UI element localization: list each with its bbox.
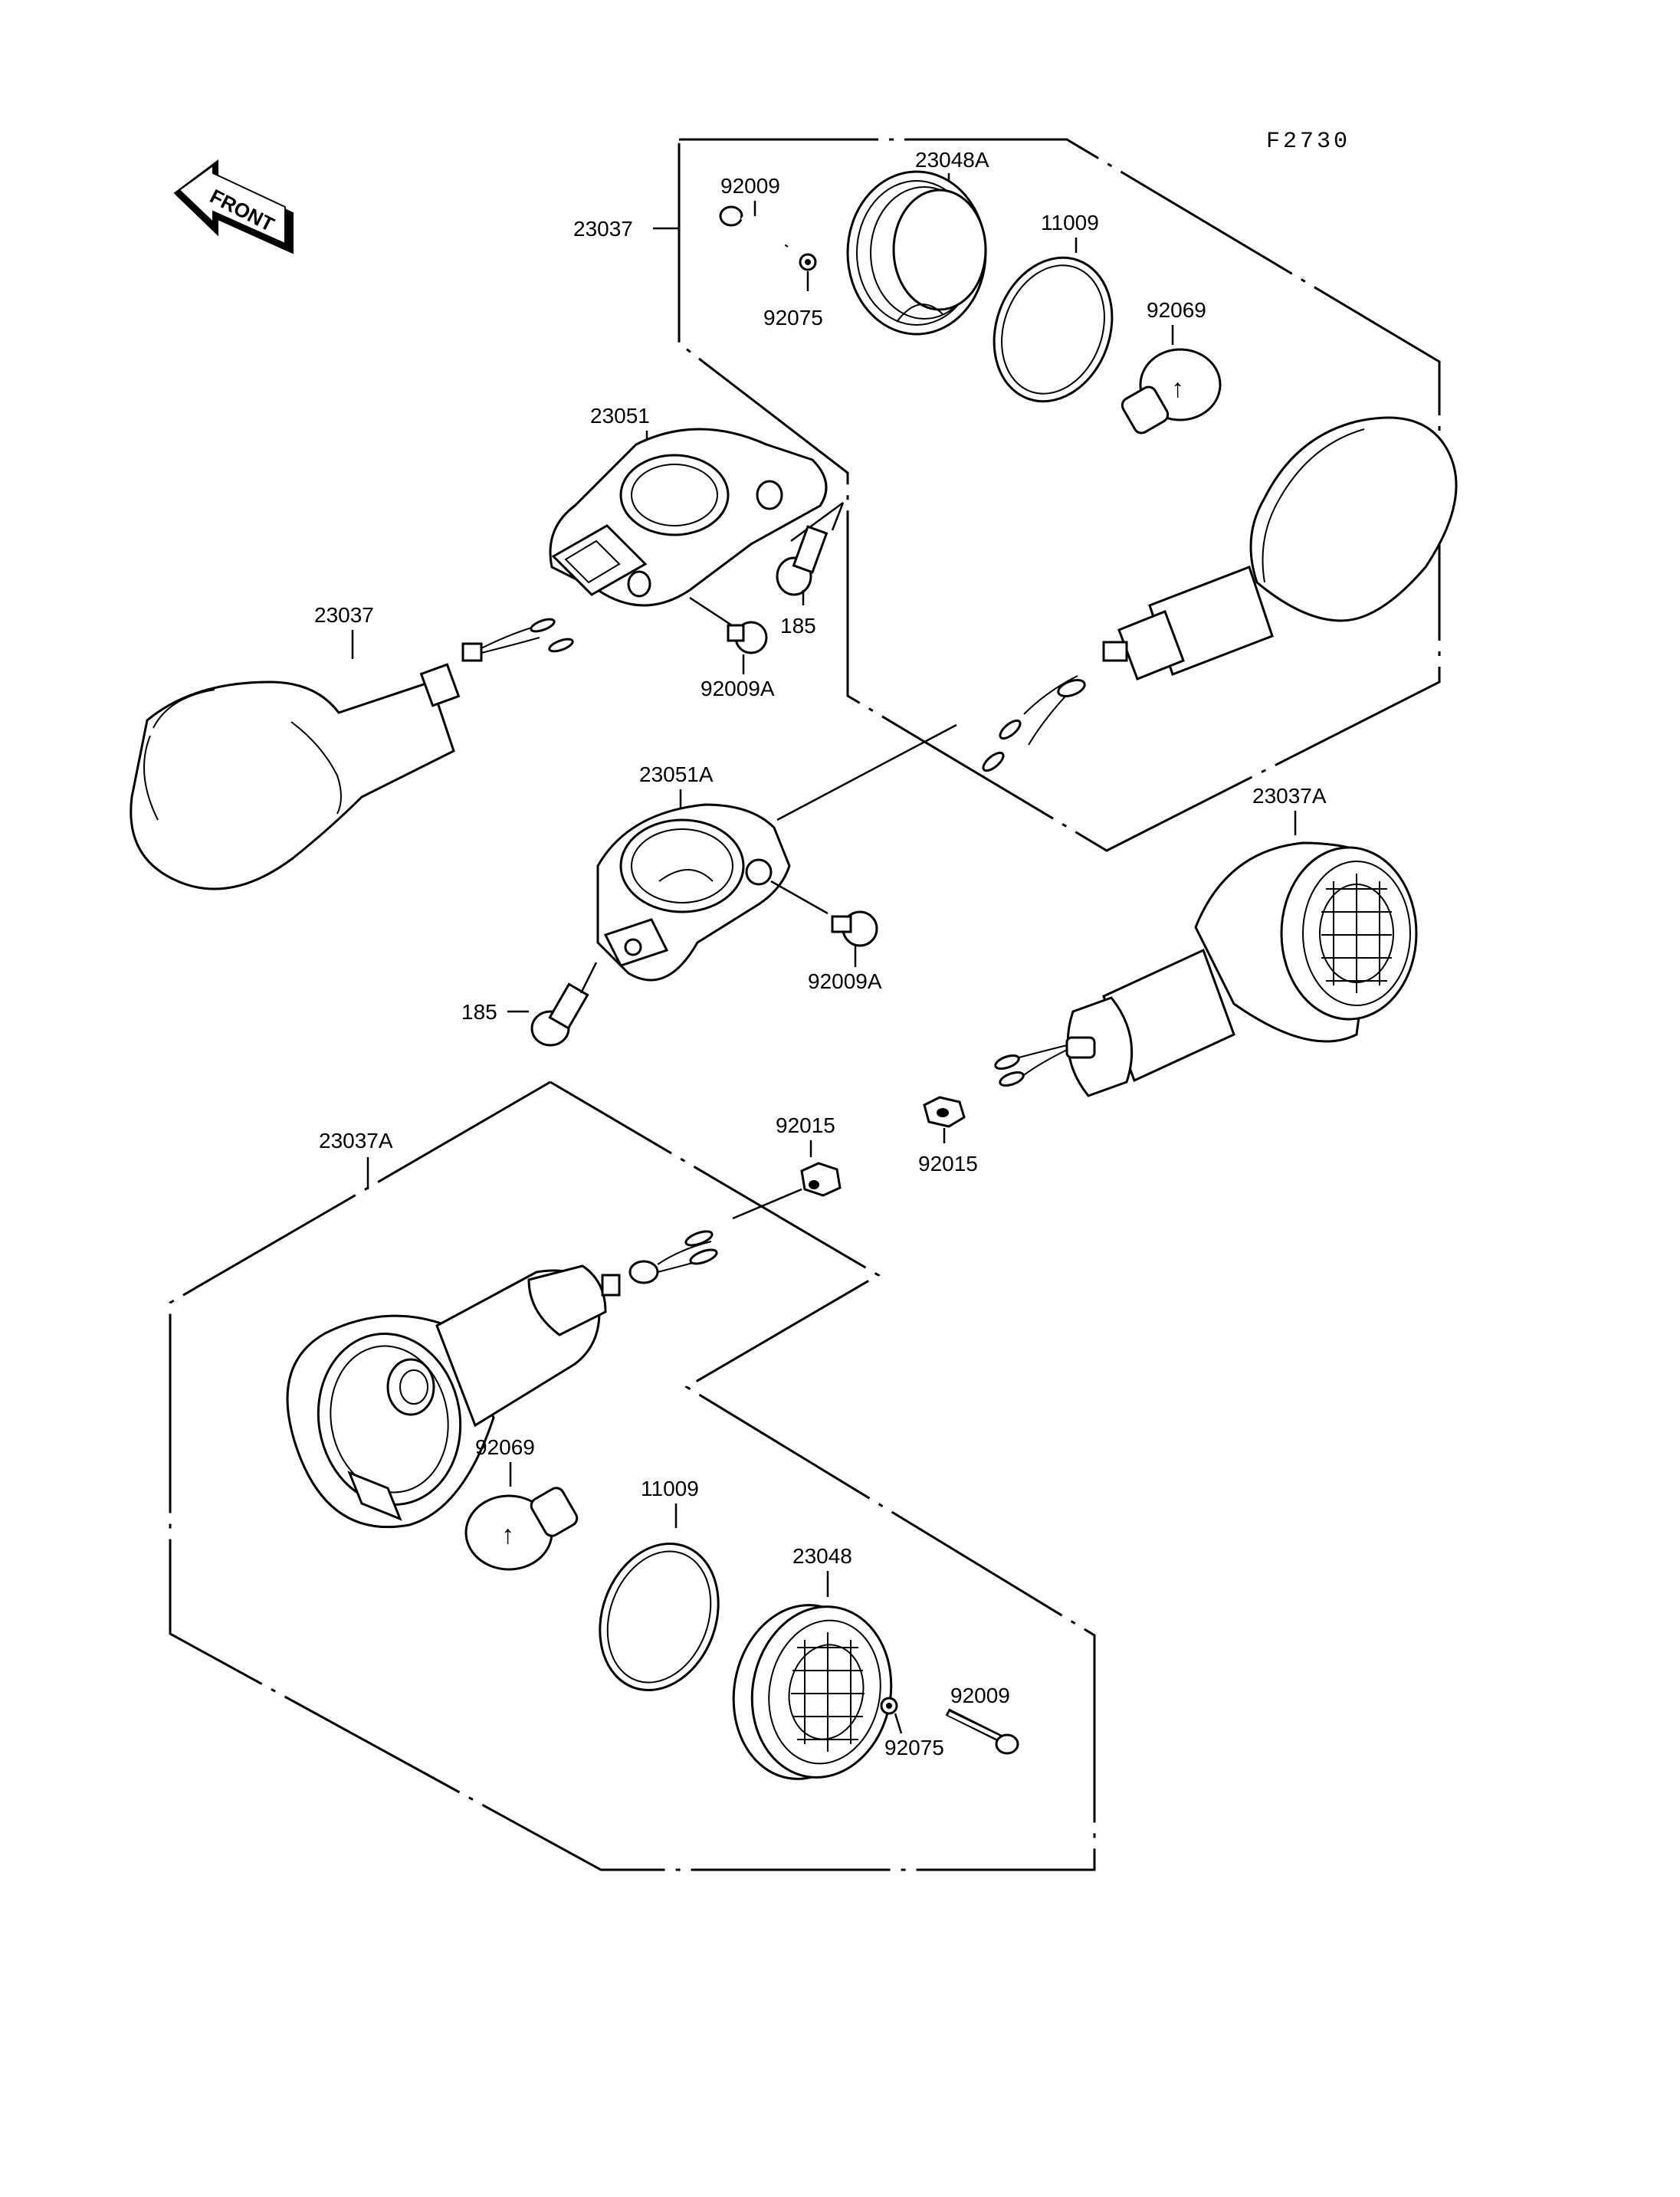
svg-text:↑: ↑ xyxy=(1171,374,1184,403)
label-11009-top: 11009 xyxy=(1041,211,1099,234)
label-23037a-right: 23037A xyxy=(1252,784,1327,808)
label-92069-top: 92069 xyxy=(1147,298,1206,322)
label-23048a-top: 23048A xyxy=(915,148,989,172)
screw-92009-bottom xyxy=(945,1708,1019,1755)
label-185-top: 185 xyxy=(780,614,816,638)
bracket-23051a xyxy=(596,803,791,982)
lens-23048-bottom xyxy=(732,1604,893,1780)
label-92069-bottom: 92069 xyxy=(475,1435,535,1459)
lens-23048a-top xyxy=(846,170,987,336)
screw-92009a-top xyxy=(727,621,768,654)
top-assembly-boundary xyxy=(678,138,1441,852)
bulb-92069-bottom: ↑ xyxy=(464,1487,579,1571)
screw-92009-top xyxy=(719,205,789,248)
label-185-mid: 185 xyxy=(461,1000,497,1024)
nut-92015-bottom xyxy=(800,1162,842,1197)
label-92009a-top: 92009A xyxy=(701,677,775,700)
label-23048-bottom: 23048 xyxy=(792,1544,852,1568)
label-92009-bottom: 92009 xyxy=(950,1684,1010,1707)
bolt-185-mid xyxy=(530,982,589,1047)
label-92009a-mid: 92009A xyxy=(808,969,882,993)
label-92075-top: 92075 xyxy=(763,306,823,330)
label-23051: 23051 xyxy=(590,404,650,428)
front-arrow-icon: FRONT xyxy=(173,159,294,254)
gasket-11009-bottom xyxy=(599,1542,720,1692)
label-92015-bottom: 92015 xyxy=(776,1113,835,1137)
bulb-92069-top: ↑ xyxy=(1121,348,1222,434)
bolt-185-top xyxy=(776,525,829,596)
label-23037-top: 23037 xyxy=(573,217,633,241)
figure-code: F2730 xyxy=(1266,129,1350,155)
turn-signal-23037-left xyxy=(130,618,574,890)
screw-92009a-mid xyxy=(831,910,878,947)
label-23051a: 23051A xyxy=(639,762,714,786)
nut-92015-right xyxy=(923,1096,966,1128)
turn-signal-23037a-bottom xyxy=(286,1230,718,1529)
label-92009-top: 92009 xyxy=(720,174,780,198)
label-92075-bottom: 92075 xyxy=(884,1736,944,1759)
label-92015-right: 92015 xyxy=(918,1152,978,1176)
label-23037-left: 23037 xyxy=(314,603,374,627)
label-11009-bottom: 11009 xyxy=(641,1477,699,1500)
turn-signal-23037a-right xyxy=(994,841,1418,1097)
bottom-assembly-boundary xyxy=(169,1080,1096,1871)
turn-signal-23037-right xyxy=(982,416,1458,772)
svg-text:↑: ↑ xyxy=(501,1520,514,1549)
gasket-11009-top xyxy=(993,256,1114,403)
bracket-23051 xyxy=(549,428,828,607)
label-23037a-bottom: 23037A xyxy=(319,1129,393,1153)
